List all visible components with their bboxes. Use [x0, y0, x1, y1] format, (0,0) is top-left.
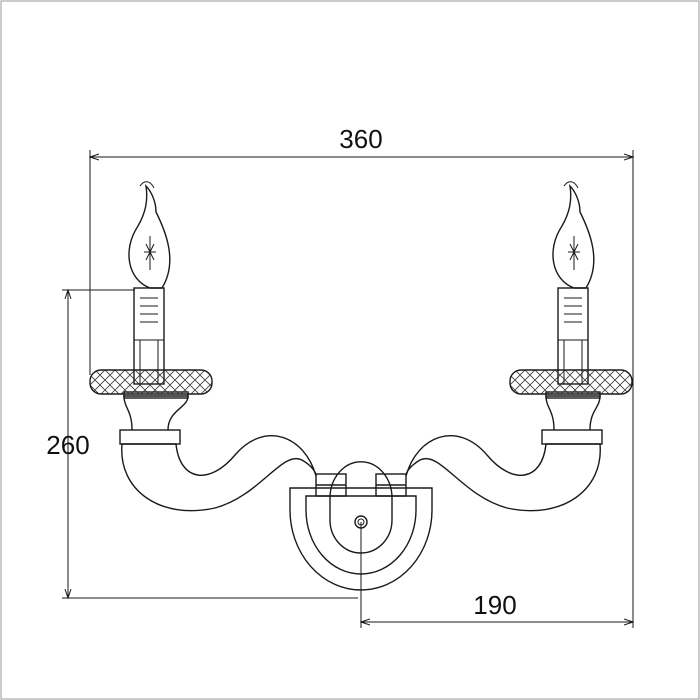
- lamp-body: [89, 181, 633, 591]
- left-arm: [121, 435, 317, 512]
- wall-plate-inner: [305, 495, 417, 575]
- left-drip-plate: [89, 369, 213, 395]
- right-drip-plate: [509, 369, 633, 395]
- mount-screw: [354, 515, 368, 529]
- height-dimension-label: 260: [46, 430, 89, 460]
- height-dimension: 260: [46, 290, 358, 598]
- wall-plate-outer: [289, 487, 433, 591]
- left-bulb: [128, 184, 171, 289]
- right-bulb: [552, 184, 595, 289]
- width-dimension: 360: [90, 124, 633, 375]
- width-dimension-label: 360: [339, 124, 382, 154]
- right-arm: [405, 435, 601, 512]
- depth-dimension-label: 190: [473, 590, 516, 620]
- depth-dimension: 190: [361, 375, 633, 628]
